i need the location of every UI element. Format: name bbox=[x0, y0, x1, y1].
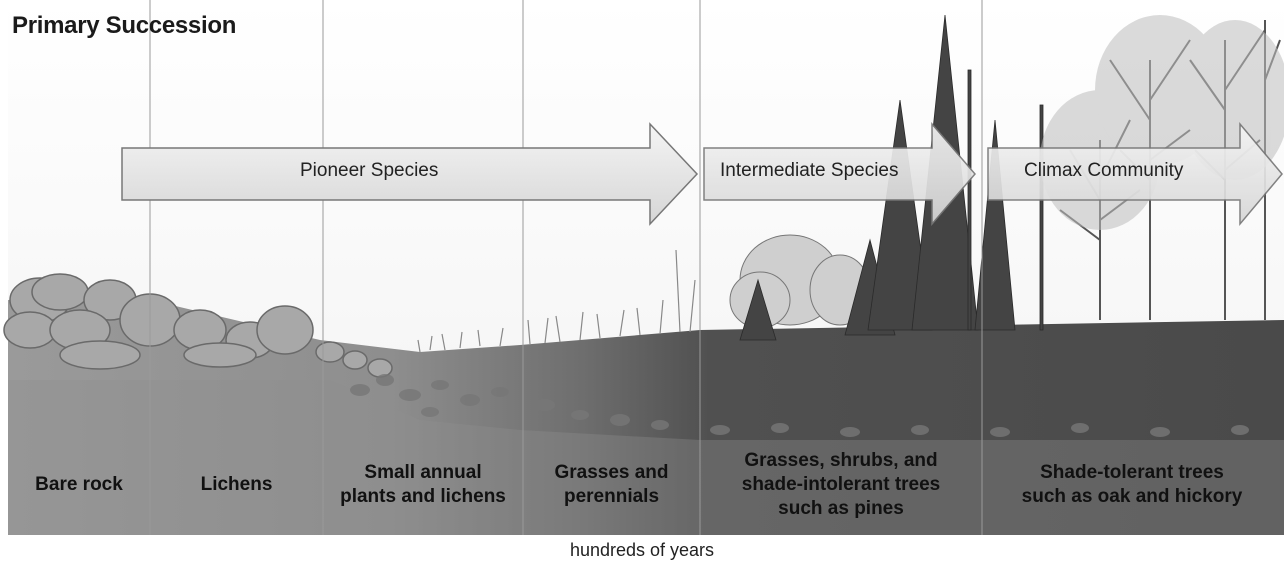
stage-text: Grasses, shrubs, and shade-intolerant tr… bbox=[742, 449, 941, 521]
intermediate-species-label: Intermediate Species bbox=[720, 160, 899, 182]
climax-community-label: Climax Community bbox=[1024, 160, 1183, 182]
stage-label-lichens: Lichens bbox=[150, 440, 323, 530]
stage-label-shrubs-pines: Grasses, shrubs, and shade-intolerant tr… bbox=[700, 440, 982, 530]
stage-label-bare-rock: Bare rock bbox=[8, 440, 150, 530]
stage-text: Small annual plants and lichens bbox=[340, 461, 506, 509]
pioneer-species-label: Pioneer Species bbox=[300, 160, 438, 182]
stage-text: Lichens bbox=[201, 473, 273, 497]
stage-label-shade-tolerant-trees: Shade-tolerant trees such as oak and hic… bbox=[982, 440, 1282, 530]
stage-label-small-annual-plants: Small annual plants and lichens bbox=[323, 440, 523, 530]
stage-text: Shade-tolerant trees such as oak and hic… bbox=[1022, 461, 1243, 509]
time-axis-label: hundreds of years bbox=[0, 540, 1284, 561]
stage-label-grasses-perennials: Grasses and perennials bbox=[523, 440, 700, 530]
stage-text: Grasses and perennials bbox=[554, 461, 668, 509]
diagram-title: Primary Succession bbox=[12, 12, 236, 40]
stage-text: Bare rock bbox=[35, 473, 123, 497]
